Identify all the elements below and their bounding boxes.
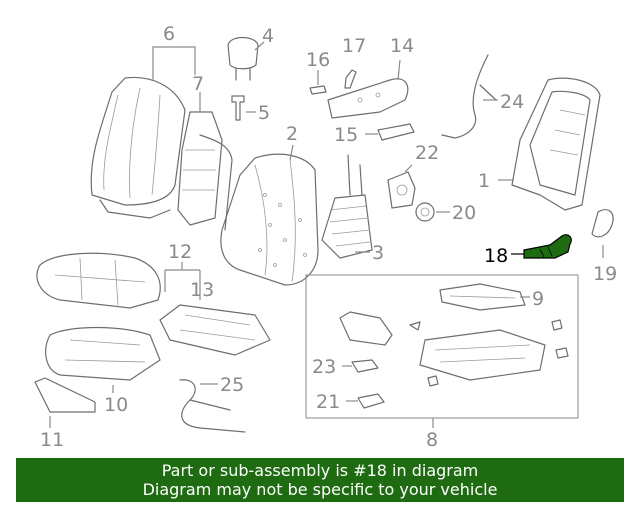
part-21-bracket[interactable] [357, 393, 385, 409]
part-10-seat-cushion[interactable] [45, 326, 161, 381]
part-2-seatback-cushion[interactable] [220, 153, 319, 286]
part-5-headrest-guide[interactable] [231, 95, 245, 121]
part-24-wire-harness[interactable] [441, 54, 497, 139]
label-12: 12 [168, 241, 192, 263]
leader-22 [404, 164, 413, 173]
label-24: 24 [500, 91, 524, 113]
part-11-front-trim[interactable] [34, 377, 96, 413]
label-1: 1 [478, 170, 490, 192]
footer-line-2: Diagram may not be specific to your vehi… [142, 480, 498, 499]
label-13: 13 [190, 279, 214, 301]
part-23-switch[interactable] [351, 359, 379, 373]
part-16-clip[interactable] [309, 85, 327, 95]
label-15: 15 [334, 124, 358, 146]
label-21: 21 [316, 391, 340, 413]
label-20: 20 [452, 202, 476, 224]
leader-14 [397, 59, 401, 81]
label-10: 10 [104, 394, 128, 416]
part-20-cover[interactable] [415, 202, 435, 222]
part-9-upper-rail[interactable] [439, 283, 526, 311]
label-22: 22 [415, 142, 439, 164]
leader-6 [152, 46, 196, 80]
part-22-recliner[interactable] [387, 171, 416, 209]
part-3-lumbar-support[interactable] [321, 154, 373, 259]
part-12-seat-cushion-cover[interactable] [36, 252, 161, 309]
label-2: 2 [286, 123, 298, 145]
parts-diagram: 6 7 4 5 2 3 16 [34, 23, 617, 451]
footer-banner: Part or sub-assembly is #18 in diagram D… [16, 458, 624, 502]
leader-4 [254, 41, 265, 51]
label-5: 5 [258, 102, 270, 124]
label-6: 6 [163, 23, 175, 45]
part-7-seatback-pad[interactable] [177, 111, 233, 231]
part-17-cover[interactable] [344, 69, 357, 89]
part-14-side-shield[interactable] [327, 78, 409, 119]
leader-12 [164, 262, 201, 300]
part-25-harness[interactable] [179, 379, 246, 433]
label-23: 23 [312, 356, 336, 378]
label-17: 17 [342, 35, 366, 57]
part-8-seat-track-box[interactable] [305, 274, 579, 419]
label-9: 9 [532, 288, 544, 310]
label-14: 14 [390, 35, 414, 57]
part-6-seatback-cover[interactable] [90, 76, 186, 219]
label-19: 19 [593, 263, 617, 285]
label-4: 4 [262, 25, 274, 47]
footer-line-1: Part or sub-assembly is #18 in diagram [161, 461, 479, 480]
part-15-inner-shield[interactable] [377, 123, 415, 141]
label-11: 11 [40, 429, 64, 451]
label-3: 3 [372, 242, 384, 264]
part-13-seat-cushion-pad[interactable] [159, 304, 271, 356]
label-25: 25 [220, 374, 244, 396]
part-18-highlighted[interactable] [523, 234, 572, 259]
part-1-seatback-frame[interactable] [511, 77, 601, 211]
label-8: 8 [426, 429, 438, 451]
label-7: 7 [192, 73, 204, 95]
label-16: 16 [306, 49, 330, 71]
leader-2 [289, 144, 294, 161]
part-4-headrest[interactable] [227, 36, 259, 81]
label-18: 18 [484, 245, 508, 267]
part-19-cap[interactable] [591, 209, 614, 238]
